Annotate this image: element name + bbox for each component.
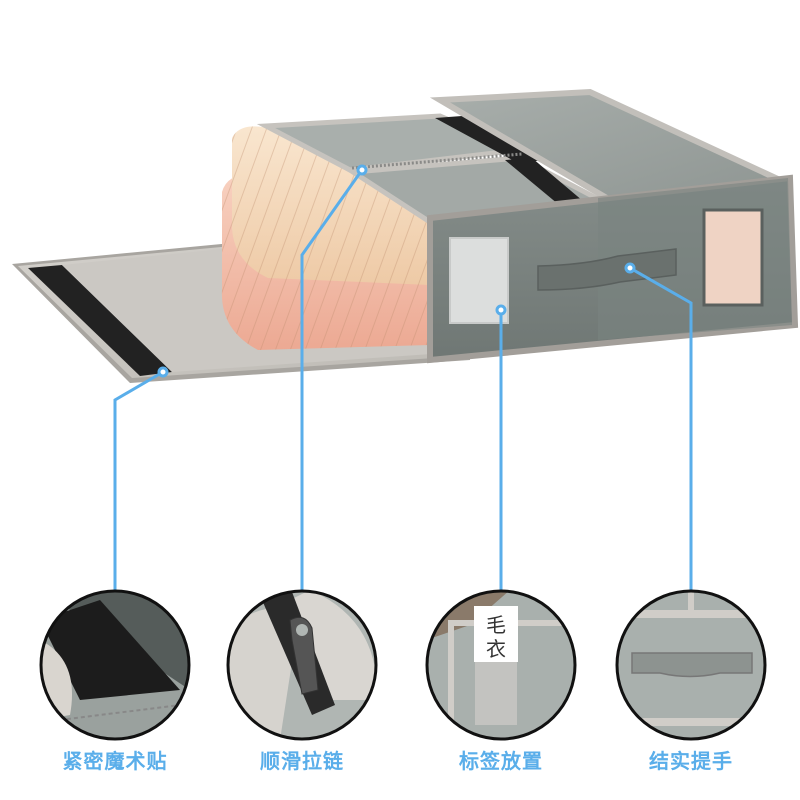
detail-circle-zipper bbox=[226, 589, 378, 741]
label-card-text-1: 毛 bbox=[486, 613, 506, 637]
feature-label-label-pocket: 标签放置 bbox=[459, 749, 543, 773]
handle bbox=[537, 248, 677, 291]
zipper-track bbox=[351, 152, 523, 170]
callout-dots bbox=[157, 164, 636, 378]
callout-line-velcro bbox=[113, 370, 164, 590]
label-pocket-window bbox=[449, 237, 509, 324]
label-card-text-2: 衣 bbox=[486, 637, 506, 661]
velcro-strip-top bbox=[435, 116, 545, 163]
callout-line-handle bbox=[629, 266, 693, 590]
callout-lines bbox=[113, 169, 693, 590]
side-window bbox=[702, 208, 764, 307]
velcro-strip-flap bbox=[28, 265, 172, 376]
detail-circle-velcro bbox=[39, 589, 191, 741]
feature-label-handle: 结实提手 bbox=[649, 749, 733, 773]
detail-circle-handle bbox=[615, 589, 767, 741]
detail-circle-label: 毛 衣 bbox=[425, 589, 577, 741]
feature-label-zipper: 顺滑拉链 bbox=[260, 749, 344, 773]
feature-label-velcro: 紧密魔术贴 bbox=[62, 749, 168, 773]
callout-line-zipper bbox=[300, 169, 364, 590]
box-front bbox=[427, 174, 799, 364]
